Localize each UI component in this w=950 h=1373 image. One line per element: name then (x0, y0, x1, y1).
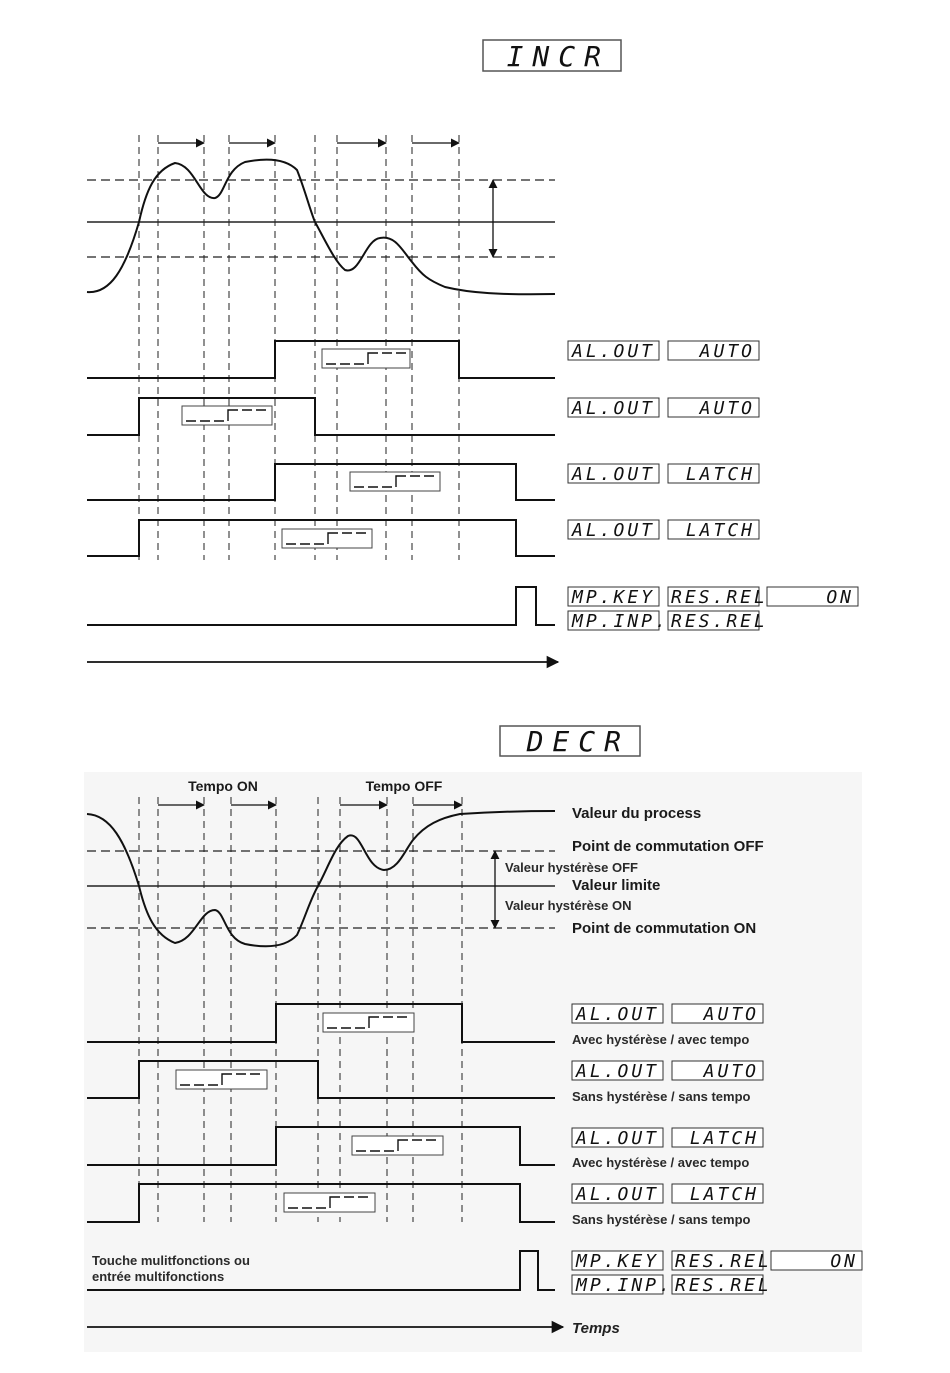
incr-output-1-signal (87, 340, 555, 379)
incr-mode-display (482, 39, 622, 72)
decr-row-2-value: AUTO (703, 1061, 759, 1082)
incr-process-curve (86, 158, 556, 296)
incr-diagram: INCR (86, 39, 859, 669)
decr-row-2-param: AL.OUT (575, 1061, 659, 1082)
time-axis-label: Temps (572, 1320, 620, 1337)
incr-row-1-param: AL.OUT (571, 341, 655, 362)
incr-reset-res-2: RES.REL (671, 611, 768, 632)
decr-reset-on: ON (830, 1251, 858, 1272)
process-value-label: Valeur du process (572, 805, 701, 822)
decr-row-1-param: AL.OUT (575, 1004, 659, 1025)
hyst-on-label: Valeur hystérèse ON (505, 898, 631, 913)
decr-row-1-caption: Avec hystérèse / avec tempo (572, 1032, 749, 1047)
incr-row-1-value: AUTO (699, 341, 755, 362)
decr-row-2-caption: Sans hystérèse / sans tempo (572, 1089, 751, 1104)
incr-output-2-signal (87, 397, 555, 436)
incr-output-1-display (321, 348, 411, 369)
decr-output-1-signal (87, 1003, 555, 1043)
decr-output-3-segments (356, 1139, 436, 1152)
decr-mode-display (499, 725, 641, 757)
incr-row-3-param: AL.OUT (571, 464, 655, 485)
decr-row-4-value: LATCH (690, 1184, 759, 1205)
reset-caption-line1: Touche mulitfonctions ou (92, 1253, 250, 1268)
incr-reset-signal (87, 586, 555, 626)
incr-output-3-segments (354, 475, 434, 488)
incr-reset-res-1: RES.REL (671, 587, 768, 608)
incr-row-4-param: AL.OUT (571, 520, 655, 541)
decr-output-4-signal (87, 1183, 555, 1223)
incr-reset-inp: MP.INP. (571, 611, 669, 632)
decr-reset-key: MP.KEY (575, 1251, 659, 1272)
incr-output-3-signal (87, 463, 555, 501)
incr-time-guides (138, 135, 460, 560)
incr-output-2-display (181, 405, 273, 426)
incr-row-3-value: LATCH (686, 464, 755, 485)
hyst-off-label: Valeur hystérèse OFF (505, 860, 638, 875)
decr-reset-res-2: RES.REL (675, 1275, 772, 1296)
decr-process-curve (86, 810, 556, 948)
decr-row-4-param: AL.OUT (575, 1184, 659, 1205)
incr-param-displays: AL.OUT AUTO AL.OUT AUTO AL.OUT LATCH AL.… (567, 340, 859, 632)
tempo-on-label: Tempo ON (188, 778, 258, 794)
switch-off-label: Point de commutation OFF (572, 838, 764, 855)
incr-reset-key: MP.KEY (571, 587, 655, 608)
incr-row-2-value: AUTO (699, 398, 755, 419)
incr-output-3-display (349, 471, 441, 492)
incr-reset-on: ON (826, 587, 854, 608)
incr-mode-text: INCR (507, 40, 610, 73)
decr-output-2-segments (180, 1073, 260, 1086)
decr-reset-res-1: RES.REL (675, 1251, 772, 1272)
incr-output-4-signal (87, 519, 555, 557)
incr-row-2-param: AL.OUT (571, 398, 655, 419)
reset-caption-line2: entrée multifonctions (92, 1269, 224, 1284)
decr-row-3-value: LATCH (690, 1128, 759, 1149)
incr-output-2-segments (186, 409, 266, 422)
decr-output-1-segments (327, 1016, 407, 1029)
switch-on-label: Point de commutation ON (572, 920, 756, 937)
decr-row-1-value: AUTO (703, 1004, 759, 1025)
decr-param-displays: AL.OUT AUTO Avec hystérèse / avec tempo … (571, 1003, 863, 1296)
decr-row-3-param: AL.OUT (575, 1128, 659, 1149)
decr-output-4-segments (288, 1196, 368, 1209)
incr-row-4-value: LATCH (686, 520, 755, 541)
decr-diagram: DECR Tempo ON Tempo OFF (84, 725, 863, 1352)
incr-output-4-segments (286, 532, 366, 545)
limit-value-label: Valeur limite (572, 877, 660, 894)
decr-output-3-signal (87, 1126, 555, 1166)
incr-output-1-segments (326, 352, 406, 365)
decr-reset-signal (87, 1250, 555, 1291)
decr-output-2-signal (87, 1060, 555, 1099)
incr-output-4-display (281, 528, 373, 549)
decr-row-4-caption: Sans hystérèse / sans tempo (572, 1212, 751, 1227)
decr-mode-text: DECR (526, 725, 630, 758)
decr-reset-inp: MP.INP. (575, 1275, 673, 1296)
decr-row-3-caption: Avec hystérèse / avec tempo (572, 1155, 749, 1170)
tempo-off-label: Tempo OFF (366, 778, 443, 794)
